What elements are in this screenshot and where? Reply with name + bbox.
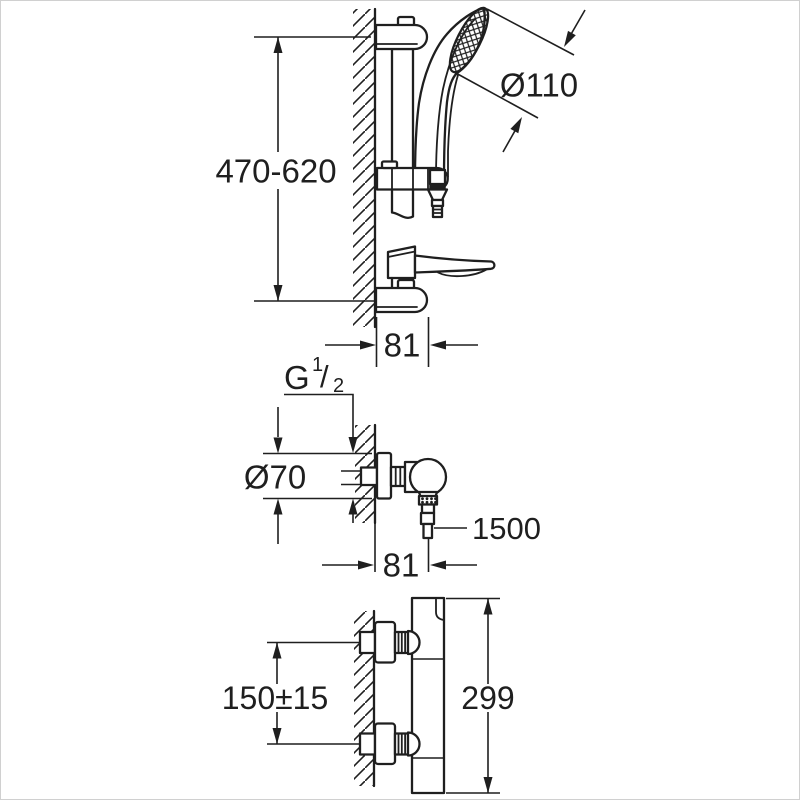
thermostat-body (410, 596, 446, 795)
dim-rail-height: 470-620 (215, 36, 375, 302)
rail-bracket-bottom (374, 278, 429, 314)
dim-hose-length: 1500 (434, 511, 541, 546)
dim-rosette-diameter: Ø70 (244, 407, 372, 544)
slide-rail-upper (390, 47, 415, 219)
head-diameter-label: Ø110 (500, 67, 578, 104)
hose-length-label: 1500 (472, 511, 541, 546)
hose-connector (426, 188, 449, 219)
rail-height-label: 470-620 (215, 153, 336, 190)
valve-handle-ball (408, 457, 448, 497)
dim-head-diameter: Ø110 (453, 8, 586, 153)
thread-denominator-label: 2 (333, 375, 344, 397)
valve-body (375, 451, 448, 500)
wall-distance-top-label: 81 (384, 327, 421, 364)
thread-slash-label: / (320, 359, 329, 394)
dim-inlet-spacing: 150±15 (222, 641, 360, 745)
dim-thread-g12: G 1 / 2 (284, 354, 358, 523)
dim-wall-distance-middle: 81 (322, 538, 477, 584)
wall-section-top (353, 7, 377, 329)
dim-body-height: 299 (446, 597, 515, 794)
view-shower-valve-side: G 1 / 2 Ø70 1500 8 (244, 354, 541, 584)
view-slide-rail-set: 470-620 Ø110 81 (215, 6, 586, 367)
hose-outlet (417, 490, 439, 540)
hand-shower (413, 6, 490, 181)
inlet-connection-lower (358, 722, 421, 766)
body-height-label: 299 (461, 680, 514, 716)
rosette-diameter-label: Ø70 (244, 459, 306, 496)
view-thermostat-front: 150±15 299 (222, 596, 515, 795)
supply-nipple (341, 466, 379, 487)
wall-distance-middle-label: 81 (383, 547, 420, 584)
rail-bracket-top (374, 15, 429, 51)
dim-wall-distance-top: 81 (325, 317, 478, 367)
handle-grip-band (429, 183, 446, 190)
inlet-spacing-label: 150±15 (222, 680, 329, 716)
spray-face (448, 6, 490, 74)
shower-holder (375, 160, 449, 191)
thread-numerator-label: 1 (312, 354, 323, 376)
thread-letter-label: G (284, 359, 310, 396)
soap-dish (386, 245, 496, 280)
